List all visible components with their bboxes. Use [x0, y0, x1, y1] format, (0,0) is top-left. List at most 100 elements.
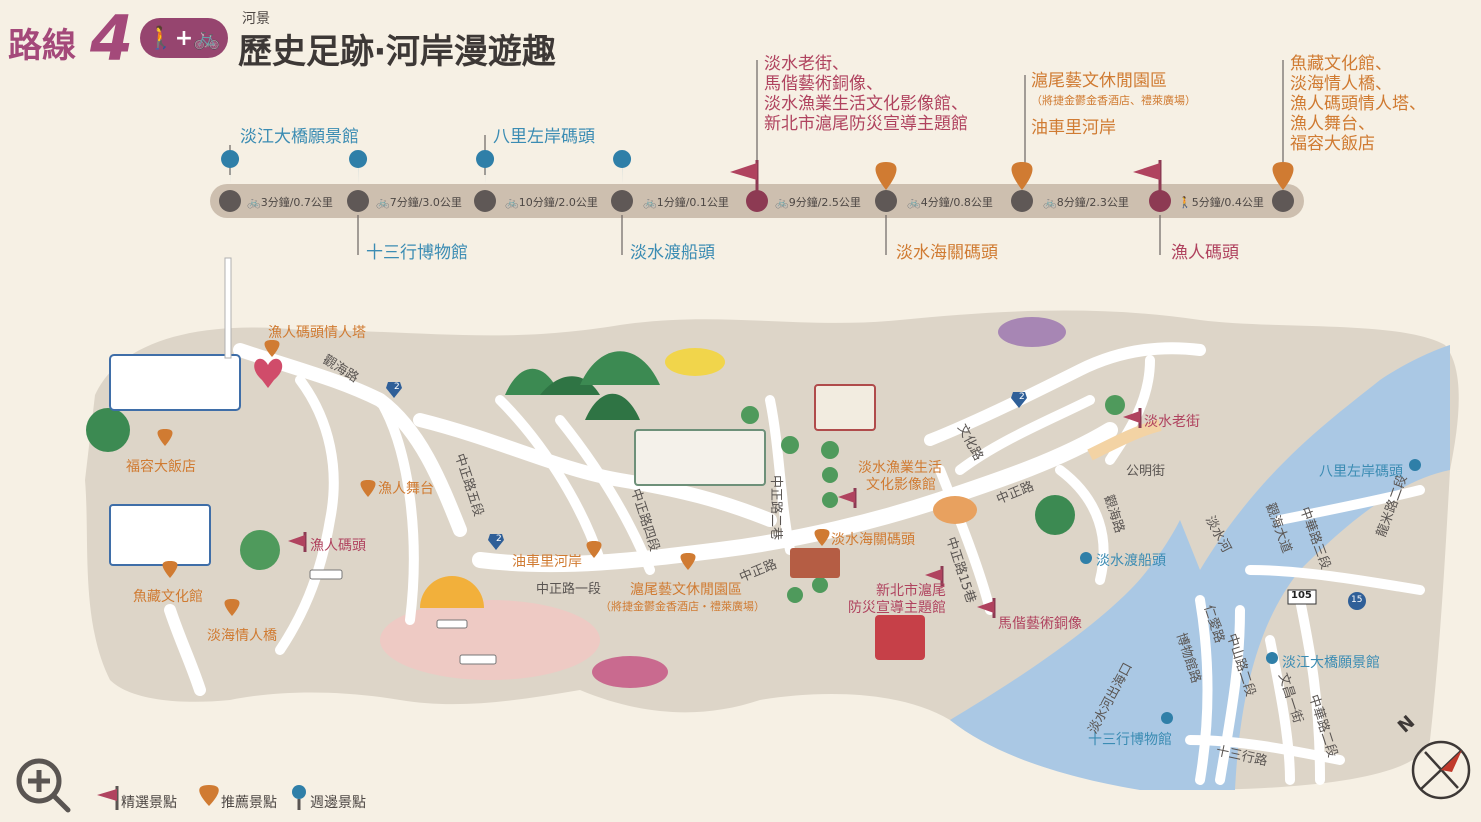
river: [950, 345, 1450, 790]
map-label-fishermans-stage[interactable]: 漁人舞台: [378, 481, 434, 497]
map-label-fullon-hotel[interactable]: 福容大飯店: [126, 459, 196, 475]
zoom-in-icon[interactable]: [16, 758, 71, 813]
legend-featured-label: 精選景點: [121, 795, 177, 811]
map-label-lovers-bridge[interactable]: 淡海情人橋: [207, 628, 277, 644]
map-label-bali-wharf[interactable]: 八里左岸碼頭: [1319, 464, 1403, 480]
route-15-shield-icon: [1348, 592, 1366, 610]
map-label-youcheli[interactable]: 油車里河岸: [512, 554, 582, 570]
timeline-label-shihsanhang[interactable]: 十三行博物館: [366, 243, 468, 263]
timeline-label-bridge-center[interactable]: 淡江大橋願景館: [240, 127, 359, 147]
map-label-huwei-park[interactable]: 滬尾藝文休閒園區: [630, 582, 742, 598]
timeline-label-lovers-bridge: 淡海情人橋、: [1290, 74, 1392, 94]
pin-nearby-icon: [1266, 652, 1278, 664]
pin-recommended-icon: [1011, 162, 1033, 190]
legend-nearby-label: 週邊景點: [310, 795, 366, 811]
segment-5: 🚲9分鐘/2.5公里: [775, 196, 861, 209]
route-number: 4: [90, 2, 134, 75]
map-label-mackay-statue[interactable]: 馬偕藝術銅像: [998, 616, 1082, 632]
segment-3: 🚲10分鐘/2.0公里: [505, 196, 598, 209]
route-2-number: 2: [394, 382, 400, 392]
pin-nearby-icon: [613, 150, 632, 184]
segment-8: 🚶5分鐘/0.4公里: [1178, 196, 1264, 209]
timeline-label-bali-wharf[interactable]: 八里左岸碼頭: [493, 127, 595, 147]
timeline-label-mackay-statue: 馬偕藝術銅像、: [764, 74, 883, 94]
legend-nearby-icon: [292, 785, 306, 799]
route-2-shield-icon: [386, 382, 402, 398]
pin-nearby-icon: [476, 150, 495, 184]
route-category: 河景: [242, 11, 270, 27]
pin-nearby-icon: [1161, 712, 1173, 724]
map-label-bridge-center[interactable]: 淡江大橋願景館: [1282, 655, 1380, 671]
pin-recommended-icon: [680, 553, 696, 570]
map-label-fishermans-tower[interactable]: 漁人碼頭情人塔: [268, 325, 366, 341]
legend-recommended-label: 推薦景點: [221, 795, 277, 811]
flag-featured-icon: [925, 569, 942, 581]
bike-icon: 🚲: [907, 196, 921, 209]
route-105-sign-icon: [1287, 589, 1317, 605]
timeline-label-huwei-park-sub: （將捷金鬱金香酒店、禮萊廣場）: [1031, 94, 1196, 107]
route-2-number: 2: [1019, 392, 1025, 402]
pin-nearby-icon: [221, 150, 240, 184]
map-label-fish-culture[interactable]: 魚藏文化館: [133, 589, 203, 605]
walk-bike-icon: 🚶+🚲: [147, 25, 221, 51]
bike-icon: 🚲: [505, 196, 519, 209]
bike-icon: 🚲: [643, 196, 657, 209]
road-label-gongming: 公明街: [1126, 464, 1166, 479]
timeline-label-customs-wharf[interactable]: 淡水海關碼頭: [896, 243, 998, 263]
map-label-customs-wharf[interactable]: 淡水海關碼頭: [831, 532, 915, 548]
timeline-label-youcheli: 油車里河岸: [1031, 118, 1116, 138]
map-label-ferry[interactable]: 淡水渡船頭: [1096, 553, 1166, 569]
timeline-label-fishermans-wharf[interactable]: 漁人碼頭: [1171, 243, 1239, 263]
timeline-label-stop-5[interactable]: 淡水老街、 馬偕藝術銅像、 淡水漁業生活文化影像館、 新北市滬尾防災宣導主題館: [764, 54, 968, 134]
timeline-label-stop-7[interactable]: 滬尾藝文休閒園區 （將捷金鬱金香酒店、禮萊廣場） 油車里河岸: [1031, 66, 1196, 138]
segment-6: 🚲4分鐘/0.8公里: [907, 196, 993, 209]
bike-icon: 🚲: [376, 196, 390, 209]
timeline-label-stop-9[interactable]: 魚藏文化館、 淡海情人橋、 漁人碼頭情人塔、 漁人舞台、 福容大飯店: [1290, 54, 1426, 154]
map-label-shihsanhang[interactable]: 十三行博物館: [1088, 732, 1172, 748]
pin-recommended-icon: [162, 561, 178, 578]
route-title: 歷史足跡‧河岸漫遊趣: [238, 32, 556, 72]
route-2-shield-icon: [488, 534, 504, 550]
route-2-number: 2: [496, 534, 502, 544]
timeline-label-disaster-center: 新北市滬尾防災宣導主題館: [764, 114, 968, 134]
segment-1: 🚲3分鐘/0.7公里: [247, 196, 333, 209]
segment-7: 🚲8分鐘/2.3公里: [1043, 196, 1129, 209]
legend-featured-icon: [97, 789, 117, 801]
pin-recommended-icon: [157, 429, 173, 446]
pin-nearby-icon: [349, 150, 368, 184]
pin-recommended-icon: [1272, 162, 1294, 190]
pin-recommended-icon: [814, 529, 830, 546]
flag-featured-icon: [730, 163, 757, 180]
compass-icon: [1411, 740, 1471, 800]
pin-recommended-icon: [264, 340, 280, 357]
route-105-number: 105: [1291, 590, 1312, 601]
walk-bike-badge: 🚶+🚲: [140, 18, 228, 58]
map-label-fishermans-wharf[interactable]: 漁人碼頭: [310, 538, 366, 554]
decorations: [86, 257, 1162, 688]
route-15-number: 15: [1351, 595, 1363, 605]
bike-icon: 🚲: [775, 196, 789, 209]
timeline-label-fullon-hotel: 福容大飯店: [1290, 134, 1375, 154]
map-label-old-street[interactable]: 淡水老街: [1144, 414, 1200, 430]
timeline-label-ferry[interactable]: 淡水渡船頭: [630, 243, 715, 263]
timeline-label-fish-culture: 魚藏文化館、: [1290, 54, 1392, 74]
pin-recommended-icon: [875, 162, 897, 190]
timeline-label-old-street: 淡水老街、: [764, 54, 849, 74]
route-label: 路線: [8, 26, 76, 66]
map-label-fishery-museum[interactable]: 淡水漁業生活 文化影像館: [858, 460, 942, 493]
road-label-zhongzheng-1: 中正路一段: [536, 582, 602, 597]
flag-featured-icon: [1123, 411, 1140, 423]
bike-icon: 🚲: [1043, 196, 1057, 209]
bike-icon: 🚲: [247, 196, 261, 209]
timeline-label-lovers-tower: 漁人碼頭情人塔、: [1290, 94, 1426, 114]
map-label-disaster-center[interactable]: 新北市滬尾 防災宣導主題館: [848, 583, 946, 616]
flag-featured-icon: [288, 535, 305, 547]
pin-nearby-icon: [1080, 552, 1092, 564]
timeline-label-huwei-park: 滬尾藝文休閒園區: [1031, 71, 1167, 91]
segment-2: 🚲7分鐘/3.0公里: [376, 196, 462, 209]
route-2-shield-icon: [1011, 392, 1027, 408]
timeline-label-fishery-museum: 淡水漁業生活文化影像館、: [764, 94, 968, 114]
